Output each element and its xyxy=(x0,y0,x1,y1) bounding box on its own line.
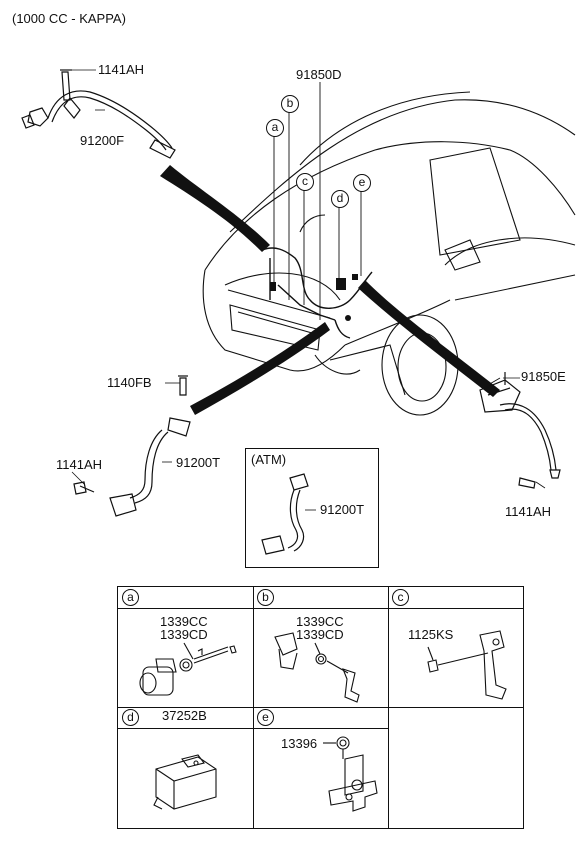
detail-callout-c: c xyxy=(392,589,409,606)
label-91850E: 91850E xyxy=(521,369,566,384)
detail-callout-d: d xyxy=(122,709,139,726)
atm-title: (ATM) xyxy=(251,452,287,467)
label-13396: 13396 xyxy=(281,736,318,751)
label-91850D: 91850D xyxy=(296,67,342,82)
variant-title: (1000 CC - KAPPA) xyxy=(12,11,126,26)
label-1339CD-a: 1339CD xyxy=(160,627,208,642)
detail-table: a 1339CC 1339CD b 1339CC 1339CD xyxy=(117,586,524,829)
detail-cell-b: b 1339CC 1339CD xyxy=(253,587,389,708)
label-91200T-atm: 91200T xyxy=(320,502,365,517)
callout-a: a xyxy=(266,119,284,137)
label-91200T-main: 91200T xyxy=(176,455,221,470)
label-1125KS: 1125KS xyxy=(408,627,454,642)
detail-callout-a: a xyxy=(122,589,139,606)
detail-cell-a: a 1339CC 1339CD xyxy=(118,587,254,708)
callout-e: e xyxy=(353,174,371,192)
callout-b: b xyxy=(281,95,299,113)
label-1141AH-top: 1141AH xyxy=(98,62,145,77)
part-illustration-b xyxy=(274,632,360,703)
detail-cell-d: d 37252B xyxy=(118,707,254,828)
label-37252B: 37252B xyxy=(162,708,207,723)
detail-cell-header: e xyxy=(253,707,388,729)
atm-inset-box: (ATM) 91200T xyxy=(245,448,379,568)
label-1140FB: 1140FB xyxy=(107,375,152,390)
label-1141AH-right: 1141AH xyxy=(505,504,552,519)
label-1339CD-b: 1339CD xyxy=(296,627,344,642)
detail-cell-header: c xyxy=(388,587,523,609)
label-1339CC-b: 1339CC xyxy=(296,614,344,629)
label-1339CC-a: 1339CC xyxy=(160,614,208,629)
part-illustration-e xyxy=(323,736,378,812)
detail-cell-e: e 13396 xyxy=(253,707,389,828)
callout-c: c xyxy=(296,173,314,191)
detail-cell-header: a xyxy=(118,587,253,609)
label-1141AH-left: 1141AH xyxy=(56,457,103,472)
callout-d: d xyxy=(331,190,349,208)
part-illustration-c xyxy=(427,630,507,700)
part-illustration-a xyxy=(139,642,237,696)
detail-callout-e: e xyxy=(257,709,274,726)
label-91200F: 91200F xyxy=(80,133,125,148)
detail-cell-c: c 1125KS xyxy=(388,587,523,708)
part-illustration-d xyxy=(153,754,217,810)
detail-cell-header: b xyxy=(253,587,388,609)
detail-callout-b: b xyxy=(257,589,274,606)
detail-cell-header: d xyxy=(118,707,253,729)
